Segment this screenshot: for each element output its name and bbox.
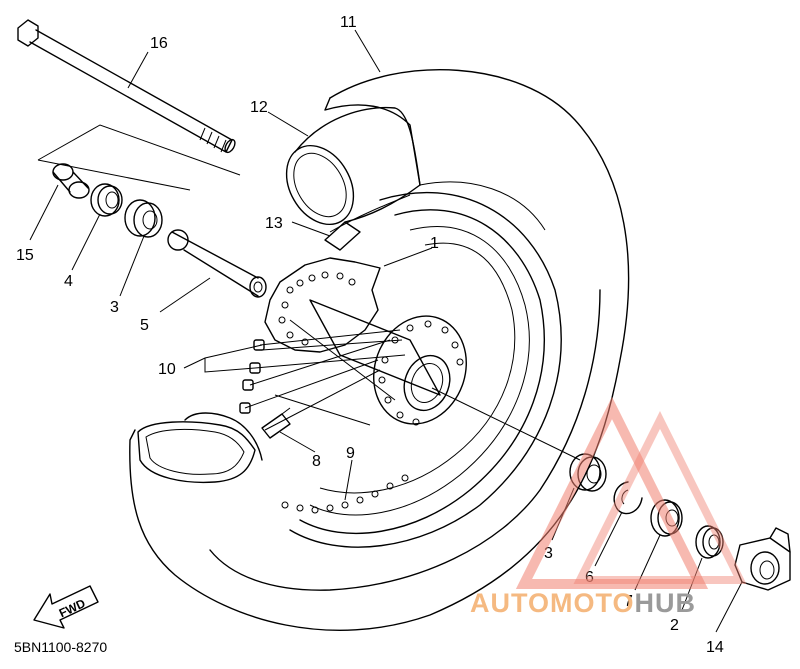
tube: [285, 106, 421, 226]
callout-4: 4: [64, 273, 73, 290]
group-bracket: [37, 124, 241, 191]
tire: [129, 69, 630, 631]
callout-12: 12: [250, 99, 268, 116]
collar-right: [695, 525, 724, 559]
rim-holes: [281, 474, 409, 514]
callout-2: 2: [670, 617, 679, 634]
callout-11: 11: [340, 14, 357, 31]
callout-7: 7: [624, 593, 633, 610]
bearing-left: [124, 199, 163, 238]
hub: [264, 257, 441, 396]
forward-arrow: FWD: [33, 585, 99, 629]
brake-flange: [373, 315, 467, 426]
gear-unit: [734, 527, 791, 591]
callout-10: 10: [158, 361, 176, 378]
callout-1: 1: [430, 235, 439, 252]
document-code: 5BN1100-8270: [14, 639, 107, 655]
callouts: 11 16 12 13 1 15 4 3 5 10 8 9 3 6 7 2 14: [16, 14, 724, 656]
rim: [289, 191, 562, 548]
nipple: [261, 407, 291, 439]
axis-line: [431, 387, 581, 461]
watermark: AUTOMOTOHUB: [470, 396, 747, 618]
tire-section: [137, 412, 263, 484]
axle: [17, 19, 236, 154]
watermark-triangle-icon: [515, 396, 709, 589]
spokes: [239, 319, 406, 431]
callout-9: 9: [346, 445, 355, 462]
watermark-inner-triangle-icon: [573, 411, 747, 584]
callout-5: 5: [140, 317, 149, 334]
rim-band: [324, 194, 411, 251]
callout-13: 13: [265, 215, 283, 232]
collar: [52, 163, 90, 199]
callout-8: 8: [312, 453, 321, 470]
callout-3-left: 3: [110, 299, 119, 316]
callout-3-right: 3: [544, 545, 553, 562]
circlip: [613, 481, 643, 515]
oil-seal-left: [90, 183, 123, 217]
watermark-text-hub: HUB: [635, 588, 697, 618]
svg-text:AUTOMOTOHUB: AUTOMOTOHUB: [470, 588, 696, 618]
callout-15: 15: [16, 247, 34, 264]
callout-16: 16: [150, 35, 168, 52]
spacer: [167, 229, 267, 298]
callout-6: 6: [585, 569, 594, 586]
callout-14: 14: [706, 639, 724, 656]
watermark-text-main: AUTOMOTO: [470, 588, 635, 618]
